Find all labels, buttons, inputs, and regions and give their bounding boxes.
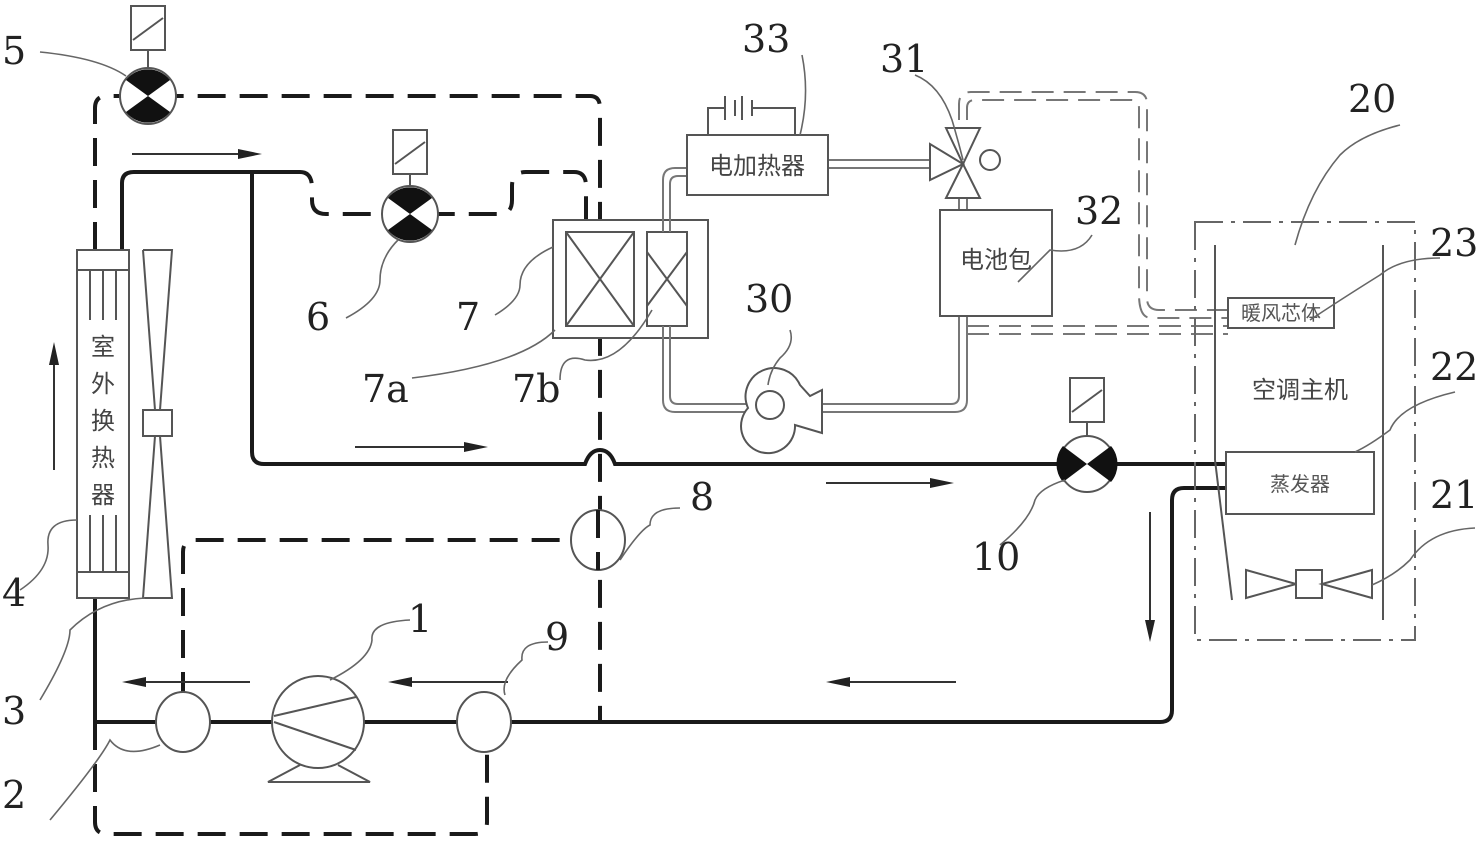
ref-30: 30 xyxy=(745,277,793,321)
evaporator xyxy=(1225,451,1375,515)
compressor xyxy=(267,675,371,783)
ref-7b: 7b xyxy=(512,367,561,411)
ref-6: 6 xyxy=(306,295,330,339)
expansion-valve-10 xyxy=(1056,377,1118,493)
outdoor-hx-label: 室外换热器 xyxy=(91,333,115,509)
outdoor-heat-exchanger: 室外换热器 xyxy=(76,249,130,599)
outdoor-fan xyxy=(141,249,174,599)
battery-pack-label: 电池包 xyxy=(960,246,1032,274)
expansion-valve-6 xyxy=(381,129,439,243)
expansion-valve-5 xyxy=(119,5,177,125)
valve-9 xyxy=(456,691,512,753)
ref-31: 31 xyxy=(880,37,928,81)
ref-22: 22 xyxy=(1430,345,1478,389)
valve-8 xyxy=(570,509,626,571)
refrigerant-loop xyxy=(93,170,1228,724)
reference-numbers: 5 6 7 7a 7b 4 3 2 1 9 8 10 30 33 31 32 2… xyxy=(2,17,1478,817)
ref-7: 7 xyxy=(456,295,480,339)
flow-arrows xyxy=(49,149,1155,687)
battery-pack: 电池包 xyxy=(939,209,1053,317)
branch-valve-8 xyxy=(181,538,570,700)
hvac-unit-label: 空调主机 xyxy=(1252,376,1348,404)
coolant-pump xyxy=(740,367,823,455)
heater-core xyxy=(1227,297,1335,329)
liquid-line-to-evaporator xyxy=(250,172,1228,466)
heater-core-label: 暖风芯体 xyxy=(1241,301,1321,325)
hvac-unit: 暖风芯体 空调主机 蒸发器 xyxy=(1194,221,1416,641)
ref-5: 5 xyxy=(2,29,26,73)
ref-20: 20 xyxy=(1348,77,1396,121)
dashed-branches xyxy=(93,94,602,836)
ref-9: 9 xyxy=(545,615,569,659)
electric-heater: 电加热器 xyxy=(686,96,829,196)
blower xyxy=(1245,568,1373,600)
branch-valve-5 xyxy=(93,94,602,722)
ref-33: 33 xyxy=(742,17,790,61)
evaporator-label: 蒸发器 xyxy=(1270,472,1330,496)
leader-lines xyxy=(19,51,1476,821)
coolant-loop xyxy=(662,91,1228,413)
outdoor-hx-top-line xyxy=(120,170,290,250)
bypass-bottom xyxy=(93,722,489,836)
ref-10: 10 xyxy=(972,535,1020,579)
ref-32: 32 xyxy=(1075,189,1123,233)
branch-valve-6 xyxy=(290,170,588,230)
plate-heat-exchanger-7 xyxy=(552,219,709,339)
ref-4: 4 xyxy=(2,571,26,615)
return-line xyxy=(95,486,1228,724)
ref-2: 2 xyxy=(2,773,26,817)
electric-heater-label: 电加热器 xyxy=(709,152,805,180)
ref-23: 23 xyxy=(1430,221,1478,265)
ref-7a: 7a xyxy=(362,367,409,411)
ref-21: 21 xyxy=(1430,473,1478,517)
ref-8: 8 xyxy=(690,475,714,519)
ref-1: 1 xyxy=(408,597,432,641)
ref-3: 3 xyxy=(2,689,26,733)
three-way-valve xyxy=(929,127,1001,199)
valve-2 xyxy=(155,691,211,753)
